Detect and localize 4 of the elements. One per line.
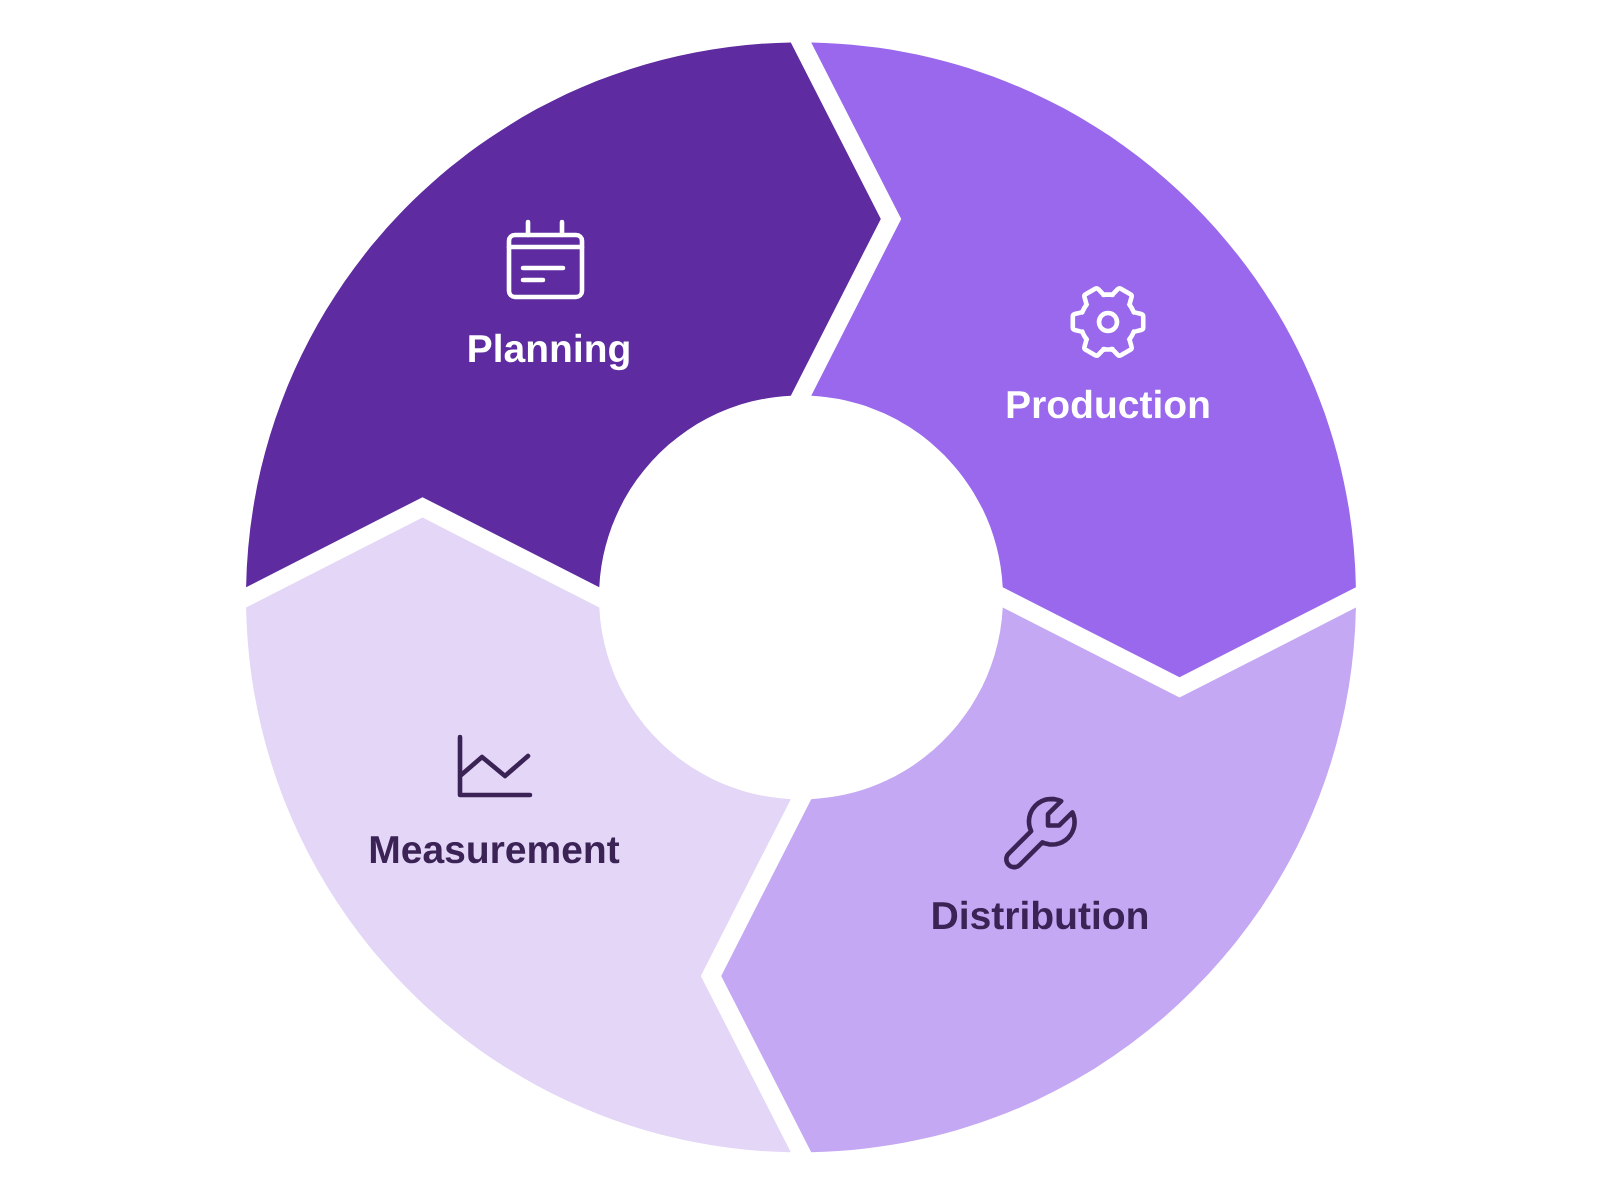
cycle-segment: Planning (246, 42, 881, 588)
cycle-segment: Distribution (721, 607, 1356, 1153)
cycle-segment: Measurement (246, 517, 791, 1153)
cycle-segment: Production (811, 42, 1356, 678)
